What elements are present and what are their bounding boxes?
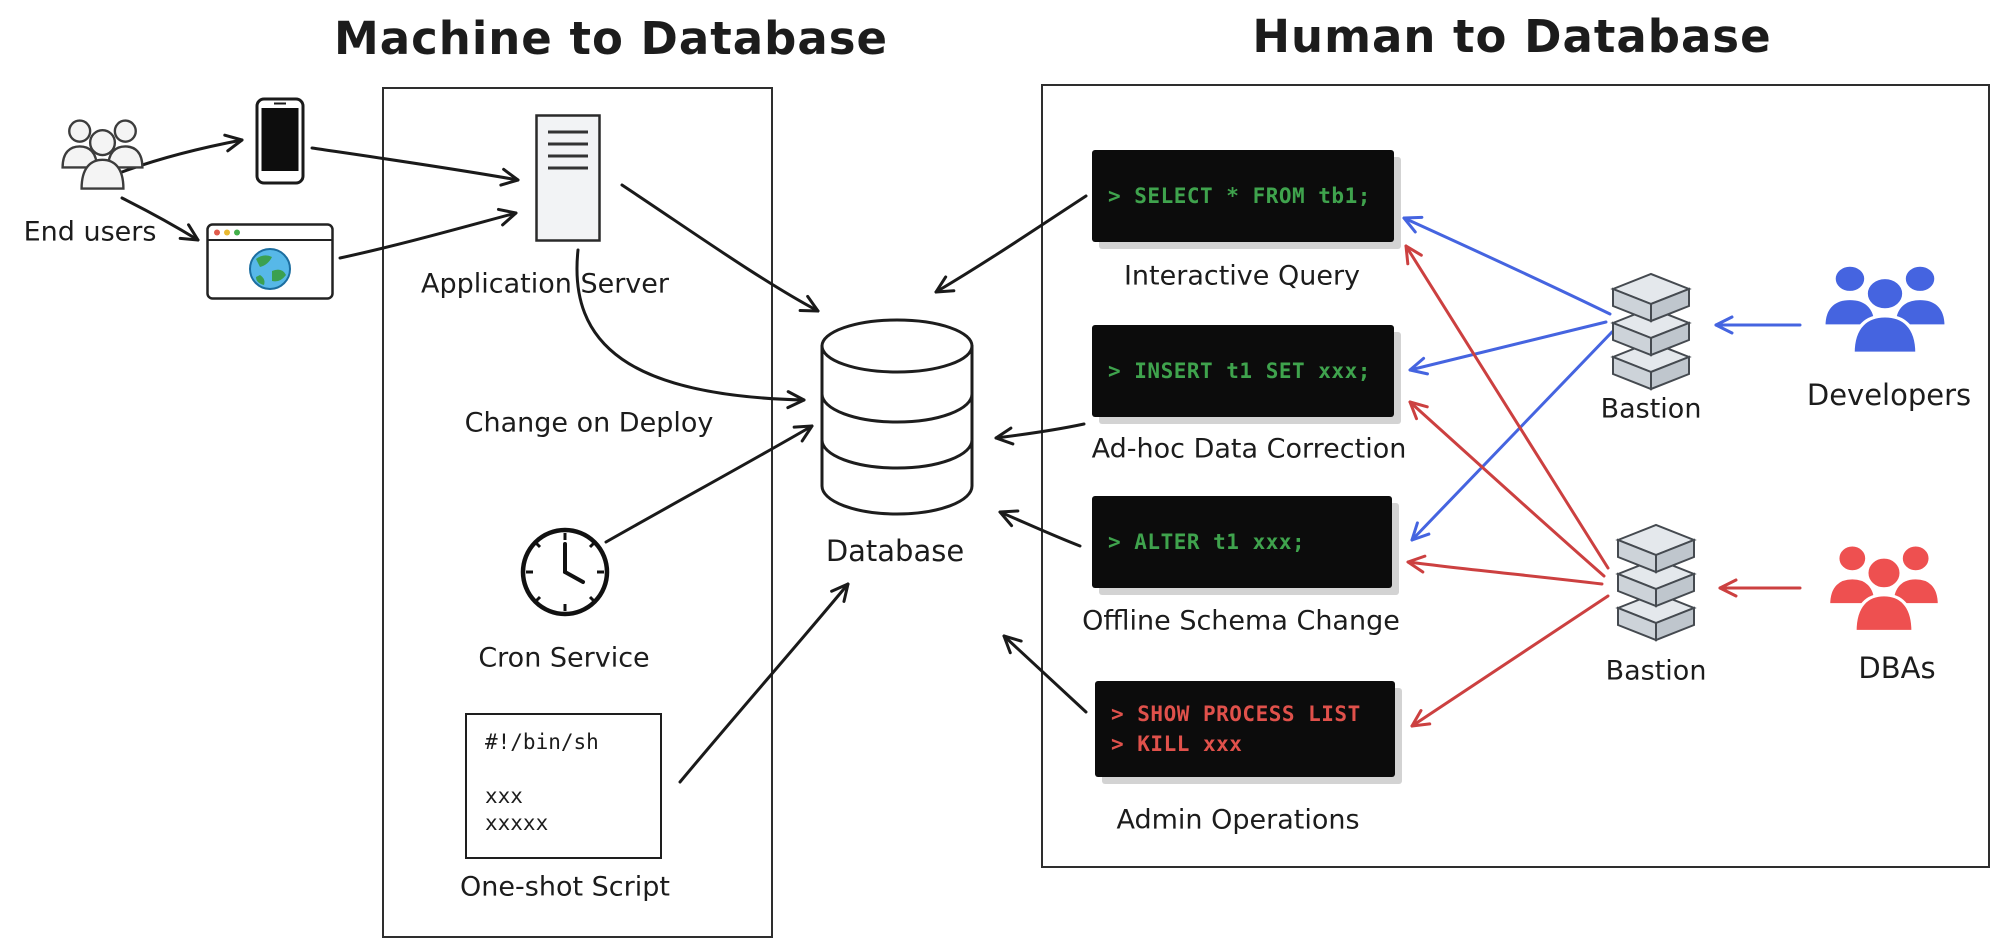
dbas-icon (1818, 534, 1950, 646)
terminal-line: > SHOW PROCESS LIST (1111, 702, 1361, 726)
bastion-top-label: Bastion (1600, 393, 1702, 425)
terminal-line: > KILL xxx (1111, 732, 1243, 756)
app-server-icon (535, 114, 601, 242)
adhoc-correction-label: Ad-hoc Data Correction (1091, 433, 1407, 465)
human-title: Human to Database (1252, 10, 1772, 63)
dbas-label: DBAs (1858, 651, 1936, 685)
schema-change-label: Offline Schema Change (1082, 605, 1400, 637)
bastion-top-icon (1601, 265, 1701, 397)
browser-icon (206, 223, 334, 300)
end-users-label: End users (23, 216, 157, 248)
developers-icon (1812, 254, 1958, 368)
terminal-interactive-query: > SELECT * FROM tb1; (1092, 150, 1394, 242)
developers-label: Developers (1806, 378, 1972, 412)
database-label: Database (825, 534, 965, 568)
change-on-deploy-label: Change on Deploy (464, 407, 714, 439)
terminal-line: > INSERT t1 SET xxx; (1108, 359, 1371, 383)
database-icon (820, 318, 974, 516)
terminal-line: > ALTER t1 xxx; (1108, 530, 1306, 554)
bastion-bottom-icon (1606, 516, 1706, 648)
human-section-box (1041, 84, 1990, 868)
bastion-bottom-label: Bastion (1605, 655, 1707, 687)
terminal-line: > SELECT * FROM tb1; (1108, 184, 1371, 208)
script-line: #!/bin/sh (485, 730, 599, 754)
terminal-admin-operations: > SHOW PROCESS LIST > KILL xxx (1095, 681, 1395, 777)
script-line (485, 756, 642, 783)
script-line: xxxxx (485, 811, 549, 835)
admin-operations-label: Admin Operations (1116, 804, 1360, 836)
cron-clock-icon (520, 527, 610, 617)
end-users-icon (55, 112, 150, 200)
terminal-schema-change: > ALTER t1 xxx; (1092, 496, 1392, 588)
phone-icon (255, 97, 305, 185)
one-shot-script-box: #!/bin/sh xxx xxxxx (465, 713, 662, 859)
script-line: xxx (485, 784, 523, 808)
machine-title: Machine to Database (333, 12, 889, 65)
interactive-query-label: Interactive Query (1123, 260, 1361, 292)
terminal-adhoc-correction: > INSERT t1 SET xxx; (1092, 325, 1394, 417)
one-shot-script-label: One-shot Script (460, 871, 670, 903)
app-server-label: Application Server (421, 268, 669, 300)
cron-service-label: Cron Service (478, 642, 650, 674)
